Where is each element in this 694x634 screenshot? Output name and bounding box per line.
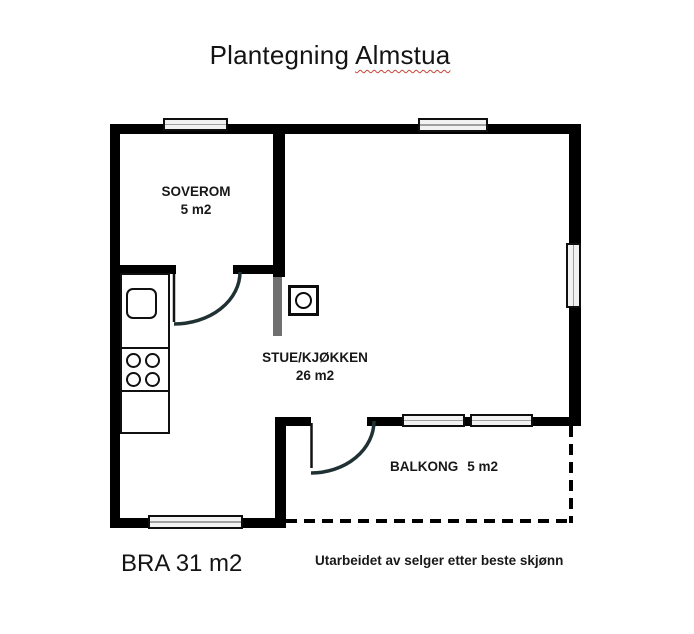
wall-bedroom-bottom-left bbox=[110, 265, 176, 274]
window-pane-line bbox=[572, 245, 574, 306]
wood-stove-icon bbox=[288, 285, 319, 316]
window-pane-line bbox=[165, 123, 226, 125]
wall-balcony-left bbox=[275, 417, 286, 528]
page-title-word-misspelled: Almstua bbox=[355, 40, 451, 70]
window-pane-line bbox=[404, 419, 463, 421]
bedroom-door-arc bbox=[173, 271, 242, 326]
wall-bedroom-bottom-right bbox=[233, 265, 285, 274]
disclaimer-text: Utarbeidet av selger etter beste skjønn bbox=[315, 553, 564, 568]
page-title: Plantegning Almstua bbox=[210, 40, 451, 71]
room-name: SOVEROM bbox=[161, 184, 231, 199]
room-name: BALKONG bbox=[389, 459, 459, 474]
window-pane-line bbox=[420, 124, 486, 126]
room-area: 26 m2 bbox=[295, 368, 335, 383]
room-area: 5 m2 bbox=[180, 202, 212, 217]
wall-left bbox=[110, 124, 120, 528]
room-label-soverom: SOVEROM 5 m2 bbox=[161, 183, 230, 219]
stove-burner-icon bbox=[126, 372, 141, 387]
wall-bedroom-divider bbox=[273, 132, 285, 277]
stove-burner-icon bbox=[145, 372, 160, 387]
balcony-dashed-bottom bbox=[286, 519, 574, 523]
balcony-door-arc bbox=[310, 420, 376, 475]
room-label-balkong: BALKONG 5 m2 bbox=[390, 459, 498, 474]
window-bottom bbox=[148, 515, 243, 529]
counter-divider-line bbox=[122, 347, 168, 349]
stove-burner-icon bbox=[145, 353, 160, 368]
window-living-top bbox=[418, 118, 488, 132]
room-label-stue-kjokken: STUE/KJØKKEN 26 m2 bbox=[262, 349, 368, 385]
page-title-prefix: Plantegning bbox=[209, 40, 350, 70]
window-pane-line bbox=[472, 419, 531, 421]
window-bedroom-top bbox=[163, 118, 228, 131]
chimney-vent bbox=[273, 277, 282, 336]
bra-total-area-text: BRA 31 m2 bbox=[121, 550, 243, 577]
kitchen-sink-icon bbox=[126, 288, 157, 319]
stove-burner-icon bbox=[126, 353, 141, 368]
window-pane-line bbox=[150, 521, 241, 523]
wall-balcony-top-stub bbox=[275, 417, 311, 426]
balcony-dashed-right bbox=[569, 426, 573, 523]
wall-top bbox=[110, 124, 581, 134]
counter-divider-line bbox=[122, 390, 168, 392]
wood-stove-plate-icon bbox=[295, 292, 312, 309]
room-name: STUE/KJØKKEN bbox=[262, 350, 368, 365]
window-balcony-1 bbox=[402, 414, 465, 427]
window-right bbox=[566, 243, 581, 308]
window-balcony-2 bbox=[470, 414, 533, 427]
room-area: 5 m2 bbox=[467, 459, 499, 474]
